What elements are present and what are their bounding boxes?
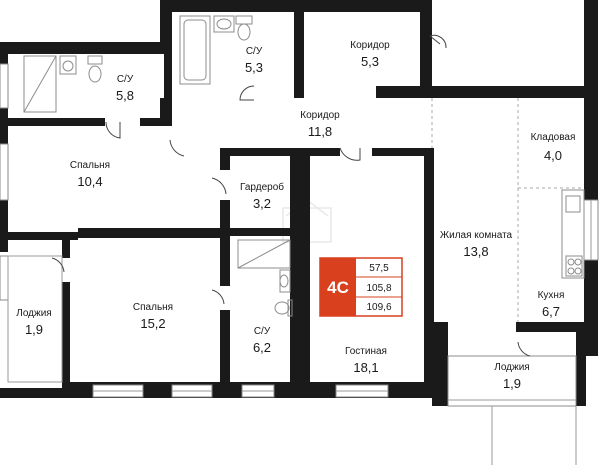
room-loggia-left-area: 1,9: [25, 322, 43, 337]
apartment-badge: 4С 57,5 105,8 109,6: [319, 257, 403, 317]
room-living-room: Жилая комната 13,8: [440, 230, 513, 259]
room-bedroom-bottom: Спальня 15,2: [133, 302, 173, 331]
room-corridor-top-name: Коридор: [350, 40, 390, 51]
room-storage-name: Кладовая: [531, 132, 576, 143]
room-bedroom-top: Спальня 10,4: [70, 160, 110, 189]
room-loggia-left: Лоджия 1,9: [16, 308, 51, 337]
badge-type-box: [320, 258, 356, 316]
room-bath-left-area: 5,8: [116, 88, 134, 103]
badge-value-1: 57,5: [369, 263, 389, 274]
room-bedroom-top-name: Спальня: [70, 160, 110, 171]
room-loggia-right-name: Лоджия: [494, 362, 529, 373]
room-bedroom-bottom-area: 15,2: [140, 316, 165, 331]
room-lounge: Гостиная 18,1: [345, 346, 387, 375]
room-lounge-name: Гостиная: [345, 346, 387, 357]
room-corridor-main-area: 11,8: [308, 124, 332, 139]
badge-value-3: 109,6: [366, 302, 391, 313]
badge-value-2: 105,8: [366, 283, 391, 294]
room-living-room-area: 13,8: [463, 244, 488, 259]
room-corridor-top: Коридор 5,3: [350, 40, 390, 69]
loggia-left-outline: [7, 255, 63, 383]
room-corridor-main-name: Коридор: [300, 110, 340, 121]
room-storage: Кладовая 4,0: [531, 132, 576, 163]
room-living-room-name: Жилая комната: [440, 230, 513, 241]
room-wardrobe-name: Гардероб: [240, 181, 284, 193]
room-bath-mid-area: 6,2: [253, 340, 271, 355]
room-bath-top-name: С/У: [246, 46, 263, 57]
doors: [51, 34, 531, 357]
room-wardrobe-area: 3,2: [253, 196, 271, 211]
room-loggia-right: Лоджия 1,9: [494, 362, 529, 391]
room-bedroom-bottom-name: Спальня: [133, 302, 173, 313]
room-wardrobe: Гардероб 3,2: [240, 181, 284, 211]
room-loggia-right-area: 1,9: [503, 376, 521, 391]
room-kitchen-area: 6,7: [542, 304, 560, 319]
room-bath-mid-name: С/У: [254, 326, 271, 337]
fixtures: [23, 15, 585, 317]
room-bath-left: С/У 5,8: [116, 74, 134, 103]
room-bath-left-name: С/У: [117, 74, 134, 85]
walls: [0, 0, 598, 406]
room-bath-top: С/У 5,3: [245, 46, 263, 75]
room-bath-top-area: 5,3: [245, 60, 263, 75]
room-corridor-top-area: 5,3: [361, 54, 379, 69]
room-loggia-left-name: Лоджия: [16, 308, 51, 319]
badge-type: 4С: [327, 278, 349, 297]
room-storage-area: 4,0: [544, 148, 562, 163]
windows: [0, 63, 599, 398]
room-bedroom-top-area: 10,4: [77, 174, 102, 189]
room-kitchen: Кухня 6,7: [538, 290, 565, 319]
loggia-right-outline: [447, 355, 577, 465]
room-kitchen-name: Кухня: [538, 290, 565, 301]
zone-dividers: [431, 98, 584, 322]
room-corridor-main: Коридор 11,8: [300, 110, 340, 139]
room-lounge-area: 18,1: [353, 360, 378, 375]
room-bath-mid: С/У 6,2: [253, 326, 271, 355]
